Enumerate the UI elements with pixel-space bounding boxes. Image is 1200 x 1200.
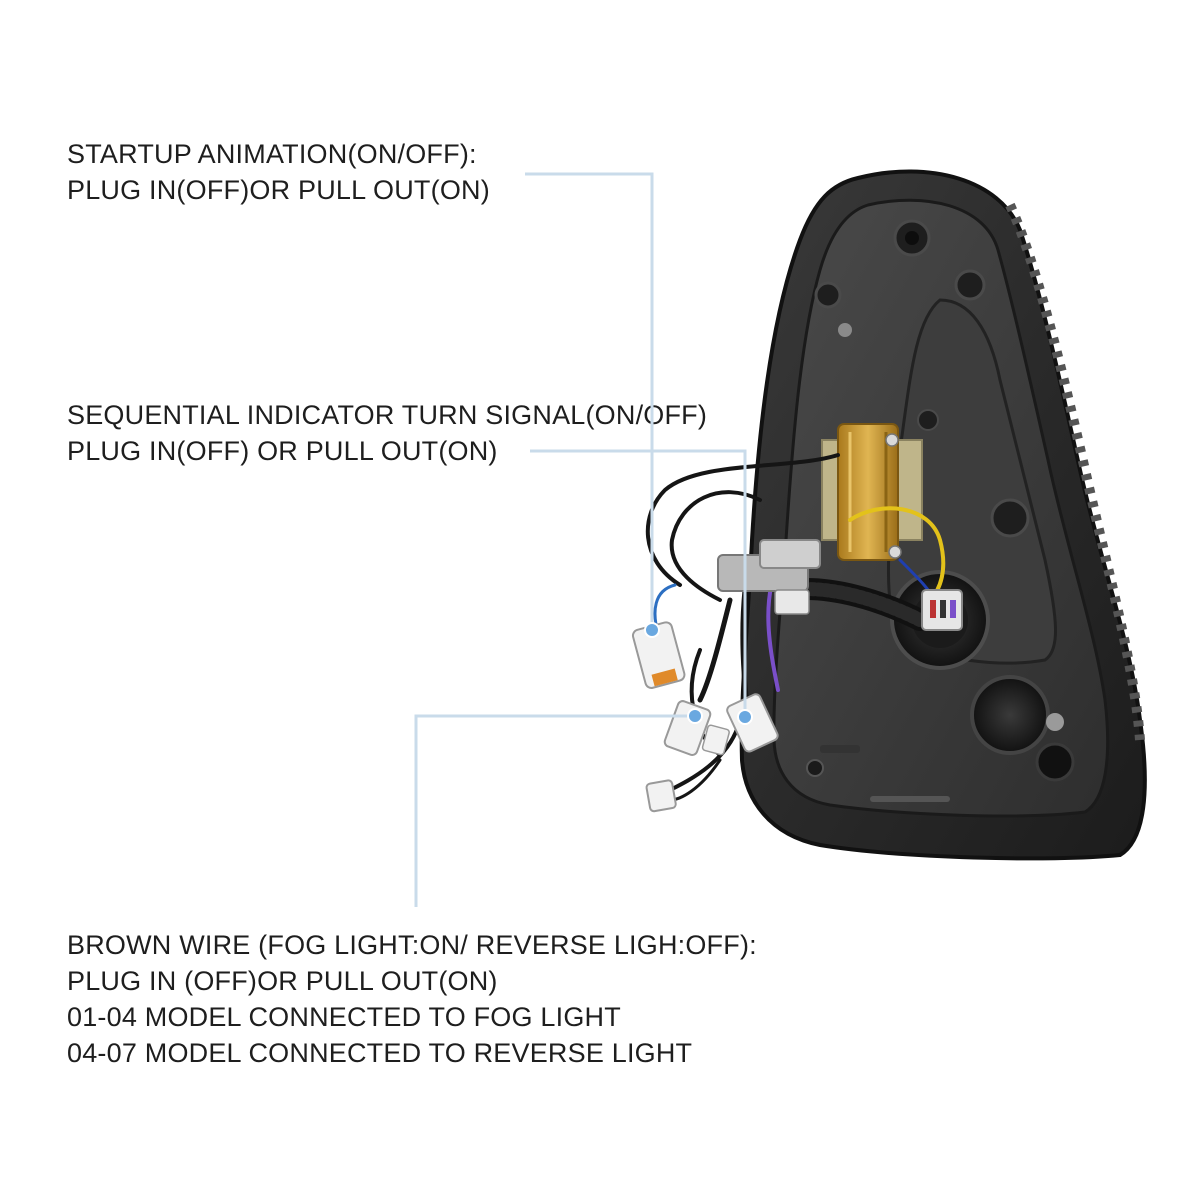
load-resistor-icon bbox=[821, 423, 923, 561]
callout-lines bbox=[414, 172, 747, 907]
brown-wire-label: BROWN WIRE (FOG LIGHT:ON/ REVERSE LIGH:O… bbox=[67, 927, 757, 1071]
brown-wire-callout-line bbox=[414, 714, 695, 907]
startup-animation-title: STARTUP ANIMATION(ON/OFF): bbox=[67, 139, 477, 169]
startup-animation-instruction: PLUG IN(OFF)OR PULL OUT(ON) bbox=[67, 175, 490, 205]
startup-callout-line bbox=[525, 172, 654, 630]
brown-wire-fog-note: 01-04 MODEL CONNECTED TO FOG LIGHT bbox=[67, 1002, 621, 1032]
tail-light-housing-icon bbox=[739, 169, 1147, 861]
sequential-callout-line bbox=[530, 449, 747, 717]
brown-wire-reverse-note: 04-07 MODEL CONNECTED TO REVERSE LIGHT bbox=[67, 1038, 693, 1068]
sequential-callout-dot bbox=[737, 709, 753, 725]
startup-animation-label: STARTUP ANIMATION(ON/OFF): PLUG IN(OFF)O… bbox=[67, 136, 490, 208]
sequential-indicator-title: SEQUENTIAL INDICATOR TURN SIGNAL(ON/OFF) bbox=[67, 400, 708, 430]
brown-wire-instruction: PLUG IN (OFF)OR PULL OUT(ON) bbox=[67, 966, 498, 996]
inline-connector-icon bbox=[717, 539, 821, 615]
socket-plug-icon bbox=[921, 589, 963, 631]
sequential-indicator-label: SEQUENTIAL INDICATOR TURN SIGNAL(ON/OFF)… bbox=[67, 397, 707, 469]
sequential-indicator-instruction: PLUG IN(OFF) OR PULL OUT(ON) bbox=[67, 436, 498, 466]
brown-wire-callout-dot bbox=[687, 708, 703, 724]
callout-dots bbox=[644, 622, 753, 725]
startup-callout-dot bbox=[644, 622, 660, 638]
brown-wire-title: BROWN WIRE (FOG LIGHT:ON/ REVERSE LIGH:O… bbox=[67, 930, 757, 960]
